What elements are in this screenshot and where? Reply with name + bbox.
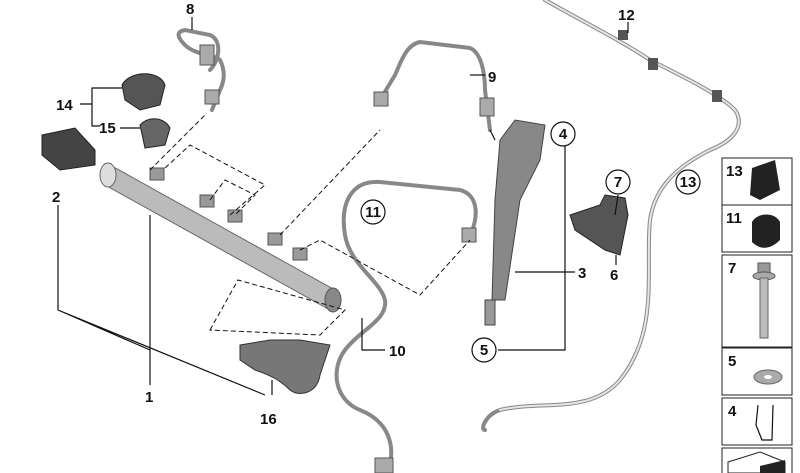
label-4: 4 (559, 126, 568, 143)
panel-label-4: 4 (728, 403, 737, 420)
label-6: 6 (610, 267, 618, 284)
label-7: 7 (614, 174, 622, 191)
panel-box-4 (721, 397, 793, 446)
bracket-6 (569, 194, 629, 256)
label-12: 12 (618, 7, 635, 24)
label-14: 14 (56, 97, 73, 114)
leader-lines (57, 17, 629, 396)
fuel-rail (99, 162, 342, 313)
label-16: 16 (260, 411, 277, 428)
callout-5 (471, 337, 497, 363)
panel-label-11: 11 (726, 210, 742, 227)
label-5: 5 (480, 342, 488, 359)
label-3: 3 (578, 265, 586, 282)
assembly-lines (149, 114, 471, 336)
pressure-valve (239, 339, 331, 394)
label-10: 10 (389, 343, 406, 360)
label-13: 13 (680, 174, 697, 191)
grommet-13-image (750, 160, 780, 200)
label-11: 11 (365, 204, 381, 221)
side-panel: 13 11 7 5 4 (721, 157, 793, 473)
pipe-10-11 (334, 179, 478, 473)
bracket-14-15 (121, 73, 171, 149)
panel-box-7 (721, 254, 793, 348)
pipe-9 (373, 39, 495, 132)
clip-image (755, 404, 774, 441)
mat-image (760, 460, 785, 473)
panel-label-5: 5 (728, 353, 736, 370)
return-line (481, 0, 741, 432)
label-2: 2 (52, 189, 60, 206)
panel-box-5 (721, 347, 793, 396)
grommet-11-image (752, 214, 780, 248)
pipe-8 (176, 27, 226, 112)
bolt-image (752, 262, 776, 339)
label-8: 8 (186, 1, 194, 18)
injector (484, 119, 546, 326)
callout-7 (605, 169, 631, 195)
panel-label-13: 13 (726, 163, 743, 180)
callout-11 (360, 199, 386, 225)
callout-13 (675, 169, 701, 195)
label-9: 9 (488, 69, 496, 86)
label-1: 1 (145, 389, 153, 406)
panel-label-7: 7 (728, 260, 736, 277)
callout-4 (550, 121, 576, 147)
pressure-sensor (41, 127, 96, 171)
label-15: 15 (99, 120, 116, 137)
